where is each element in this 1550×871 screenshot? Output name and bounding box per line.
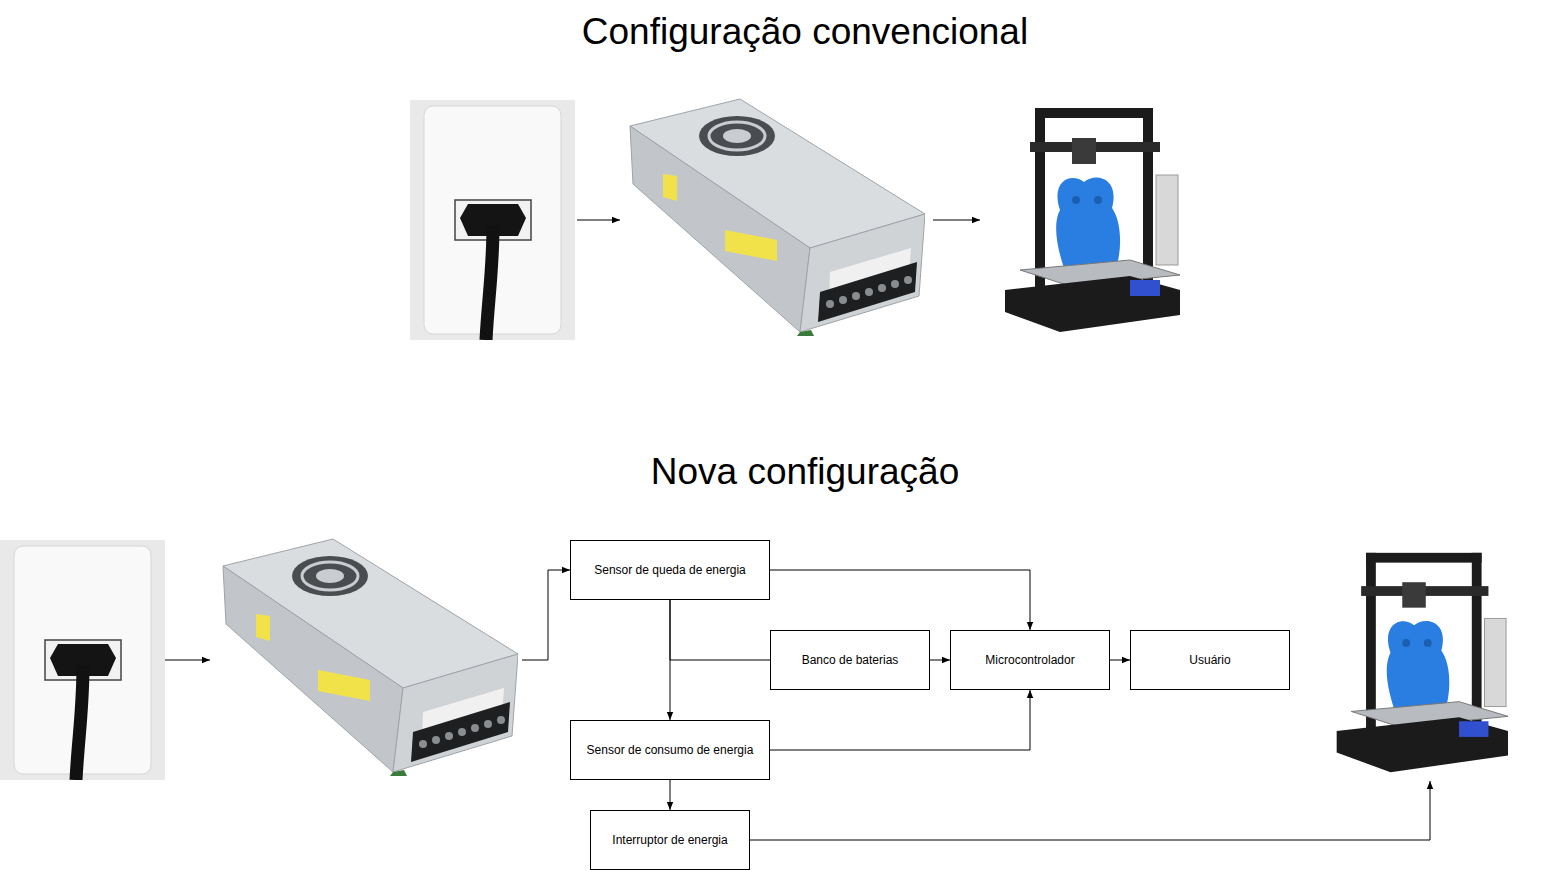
diagram-title: Configuração convencional (582, 10, 1028, 54)
box-label: Microcontrolador (979, 653, 1080, 668)
connector-arrow (770, 570, 1030, 630)
process-box: Microcontrolador (950, 630, 1110, 690)
connector-arrow (930, 660, 950, 661)
box-label: Interruptor de energia (606, 833, 733, 848)
wall-outlet (0, 540, 165, 780)
flow-arrow (577, 220, 620, 221)
power-supply (630, 99, 925, 336)
process-box: Sensor de consumo de energia (570, 720, 770, 780)
section-heading: Nova configuração (651, 450, 960, 494)
process-box: Interruptor de energia (590, 810, 750, 870)
process-box: Banco de baterias (770, 630, 930, 690)
box-label: Sensor de queda de energia (588, 563, 751, 578)
wall-outlet (410, 100, 575, 340)
box-label: Sensor de consumo de energia (581, 743, 760, 758)
3d-printer (1312, 545, 1518, 780)
power-supply (223, 539, 518, 776)
box-label: Usuário (1183, 653, 1236, 668)
flow-arrow (522, 570, 570, 660)
connector-arrow (670, 600, 770, 660)
process-box: Usuário (1130, 630, 1290, 690)
connector-arrow (1110, 660, 1130, 661)
connector-arrow (670, 780, 671, 810)
process-box: Sensor de queda de energia (570, 540, 770, 600)
box-label: Banco de baterias (796, 653, 905, 668)
flow-arrow (933, 220, 980, 221)
flow-arrow (165, 660, 210, 661)
flow-arrow (750, 781, 1430, 840)
3d-printer (980, 100, 1190, 340)
connector-arrow (770, 690, 1030, 750)
